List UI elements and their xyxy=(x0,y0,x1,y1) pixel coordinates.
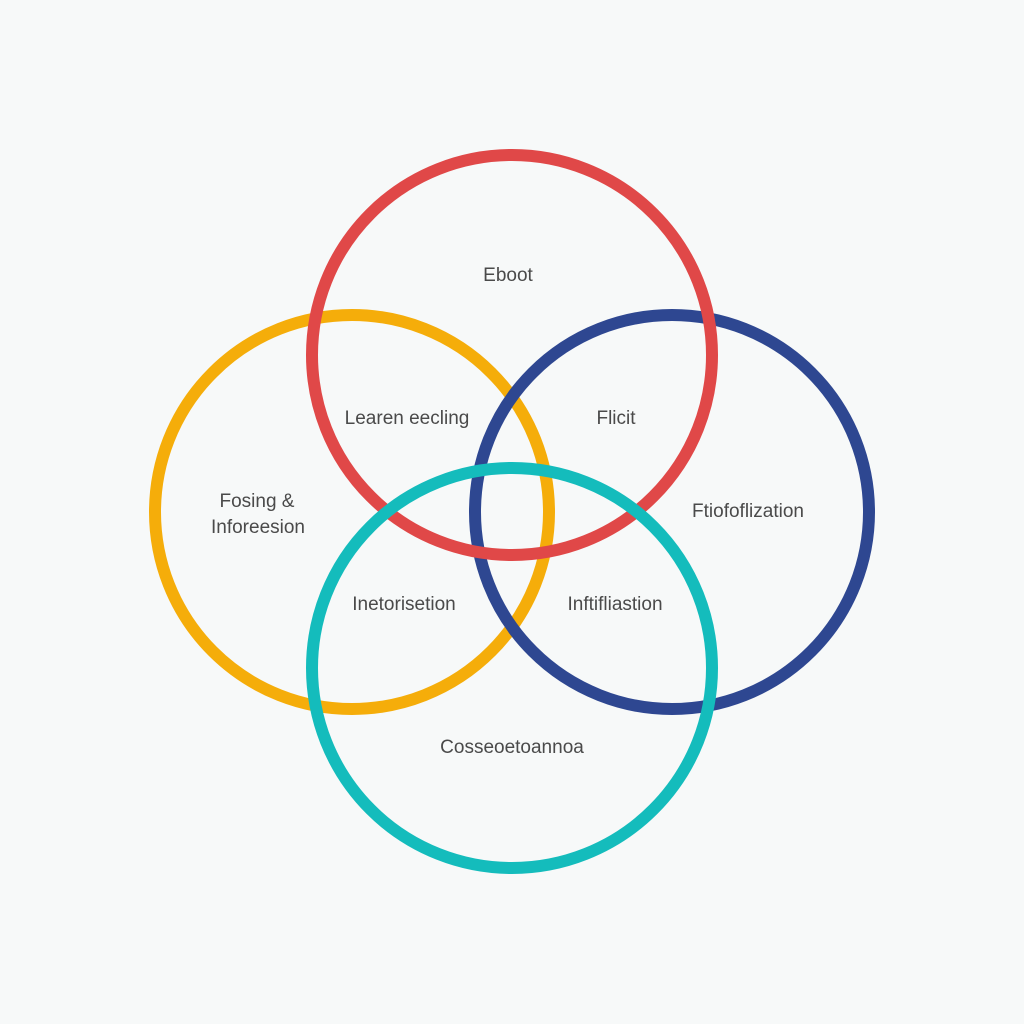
label-bottom: Cosseoetoannoa xyxy=(440,737,584,758)
label-top-left: Learen eecling xyxy=(345,408,470,429)
label-right: Ftiofoflization xyxy=(692,501,804,522)
right-circle xyxy=(469,309,875,715)
label-top-right: Flicit xyxy=(596,408,636,429)
left-circle xyxy=(149,309,555,715)
bottom-circle xyxy=(306,462,718,874)
label-left-line2: Inforeesion xyxy=(211,517,305,538)
label-center-right: Inftifliastion xyxy=(567,594,662,615)
top-circle xyxy=(306,149,718,561)
label-top: Eboot xyxy=(483,265,533,286)
label-center-left: Inetorisetion xyxy=(352,594,456,615)
label-left-line1: Fosing & xyxy=(220,491,295,512)
